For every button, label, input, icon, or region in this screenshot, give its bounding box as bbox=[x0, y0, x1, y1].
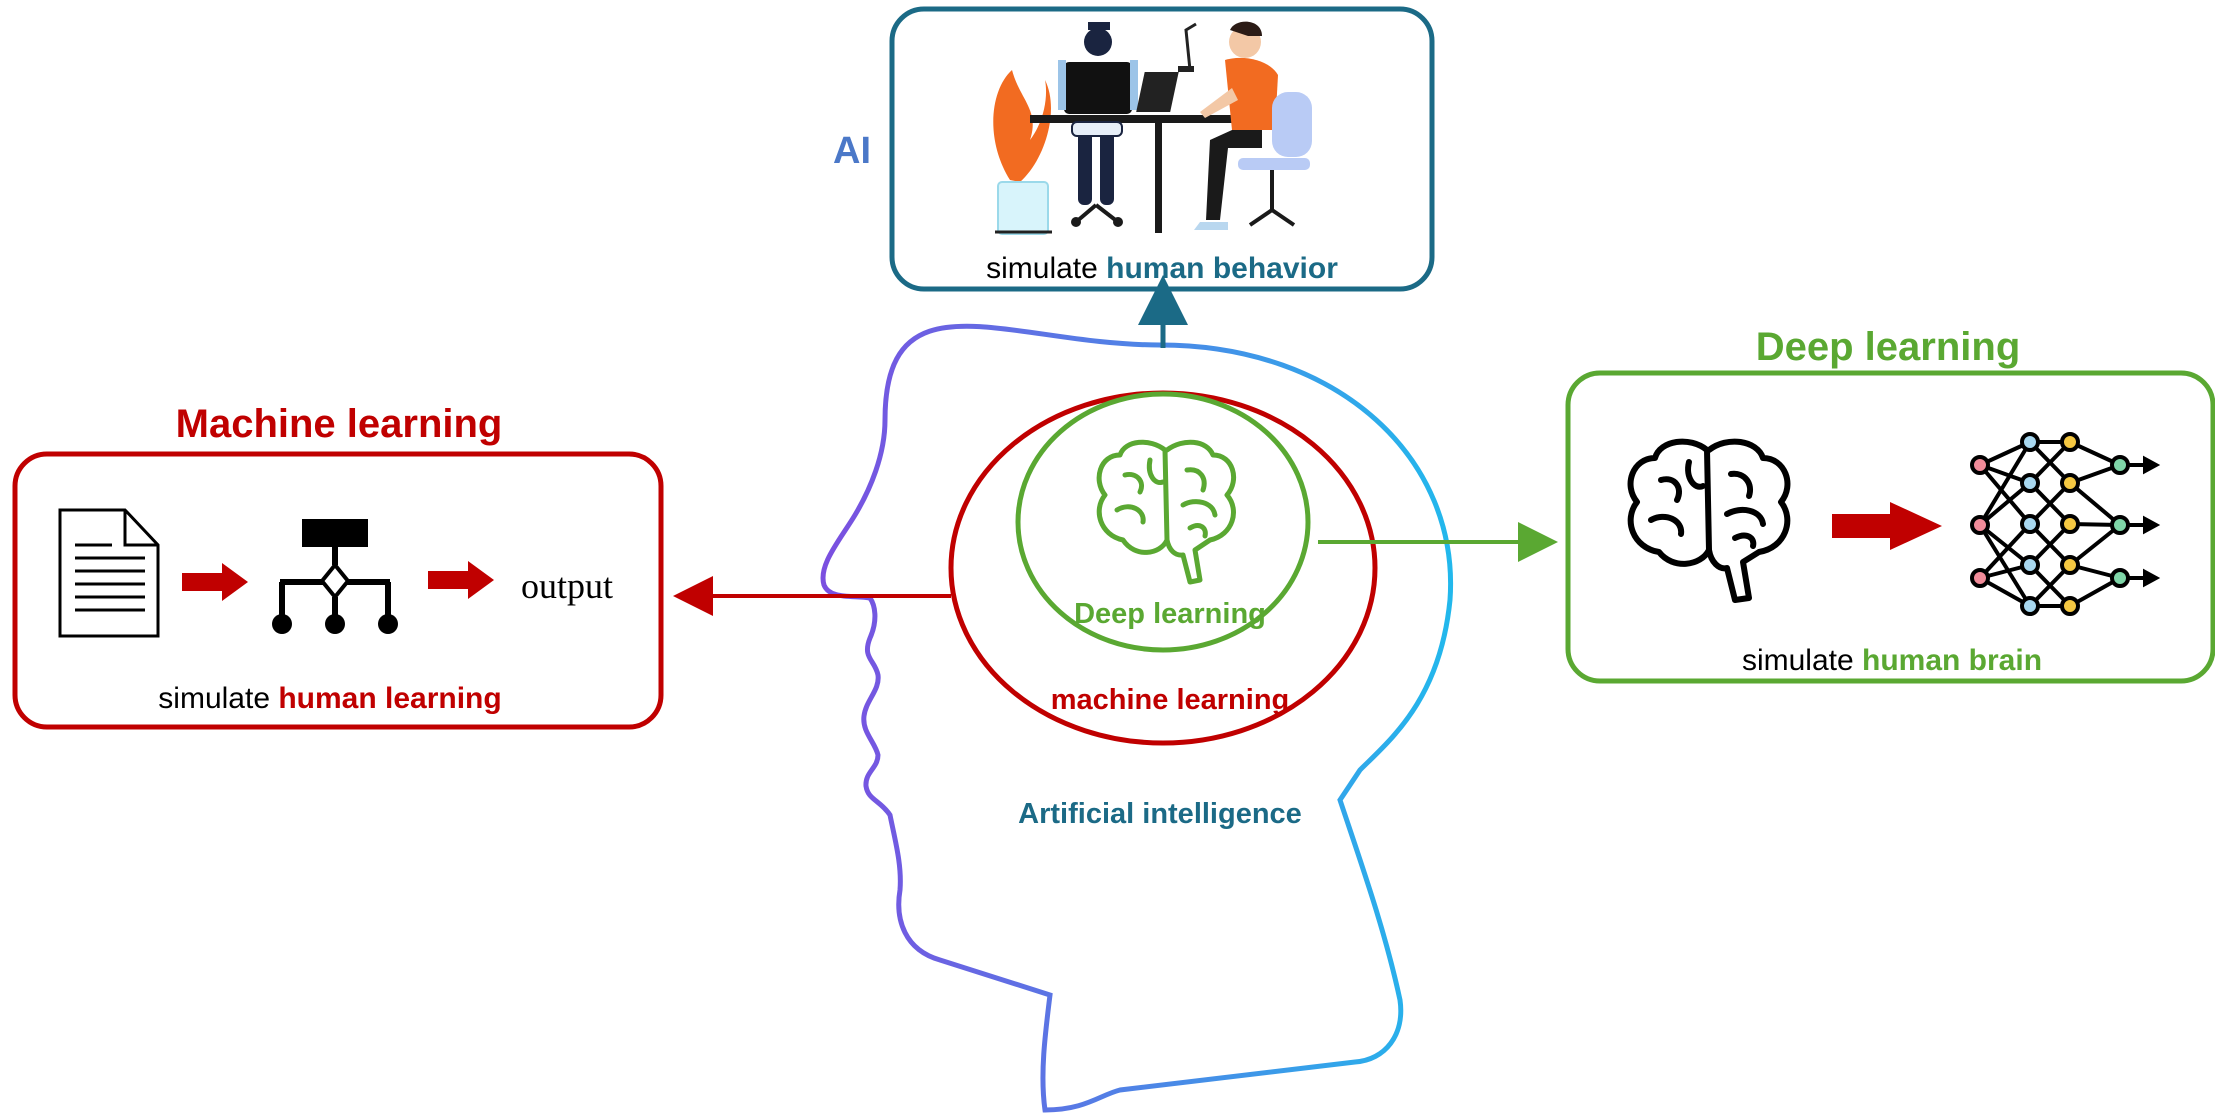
dl-inner-label: Deep learning bbox=[1074, 598, 1266, 630]
arrow-right-icon bbox=[182, 563, 248, 601]
ml-caption-plain: simulate bbox=[158, 682, 278, 715]
decision-tree-icon bbox=[272, 519, 398, 634]
ai-caption-bold: human behavior bbox=[1106, 252, 1338, 285]
ml-box bbox=[12, 451, 664, 730]
dl-ellipse bbox=[1015, 391, 1311, 653]
dl-caption-bold: human brain bbox=[1862, 644, 2042, 677]
ml-caption-bold: human learning bbox=[278, 682, 501, 715]
head-outline bbox=[820, 323, 1454, 1113]
dl-caption: simulate human brain bbox=[1742, 644, 2042, 677]
ml-title: Machine learning bbox=[176, 402, 503, 446]
robot-human-illustration bbox=[993, 21, 1312, 235]
ai-caption-plain: simulate bbox=[986, 252, 1106, 285]
brain-outline-icon bbox=[1627, 438, 1791, 603]
ml-caption: simulate human learning bbox=[158, 682, 501, 715]
dl-caption-plain: simulate bbox=[1742, 644, 1862, 677]
document-icon bbox=[58, 508, 160, 638]
dl-box bbox=[1565, 370, 2215, 684]
neural-network-icon bbox=[1970, 432, 2161, 616]
ai-box bbox=[889, 6, 1435, 292]
ai-caption: simulate human behavior bbox=[986, 252, 1338, 285]
ml-output-label: output bbox=[521, 566, 613, 606]
ml-middle-label: machine learning bbox=[1051, 684, 1290, 716]
arrow-right-icon bbox=[428, 561, 494, 599]
ai-outer-label: Artificial intelligence bbox=[1018, 798, 1302, 830]
ai-label: AI bbox=[833, 130, 871, 172]
dl-title: Deep learning bbox=[1756, 325, 2021, 369]
brain-icon bbox=[1096, 439, 1237, 585]
arrow-right-icon bbox=[1832, 502, 1942, 550]
